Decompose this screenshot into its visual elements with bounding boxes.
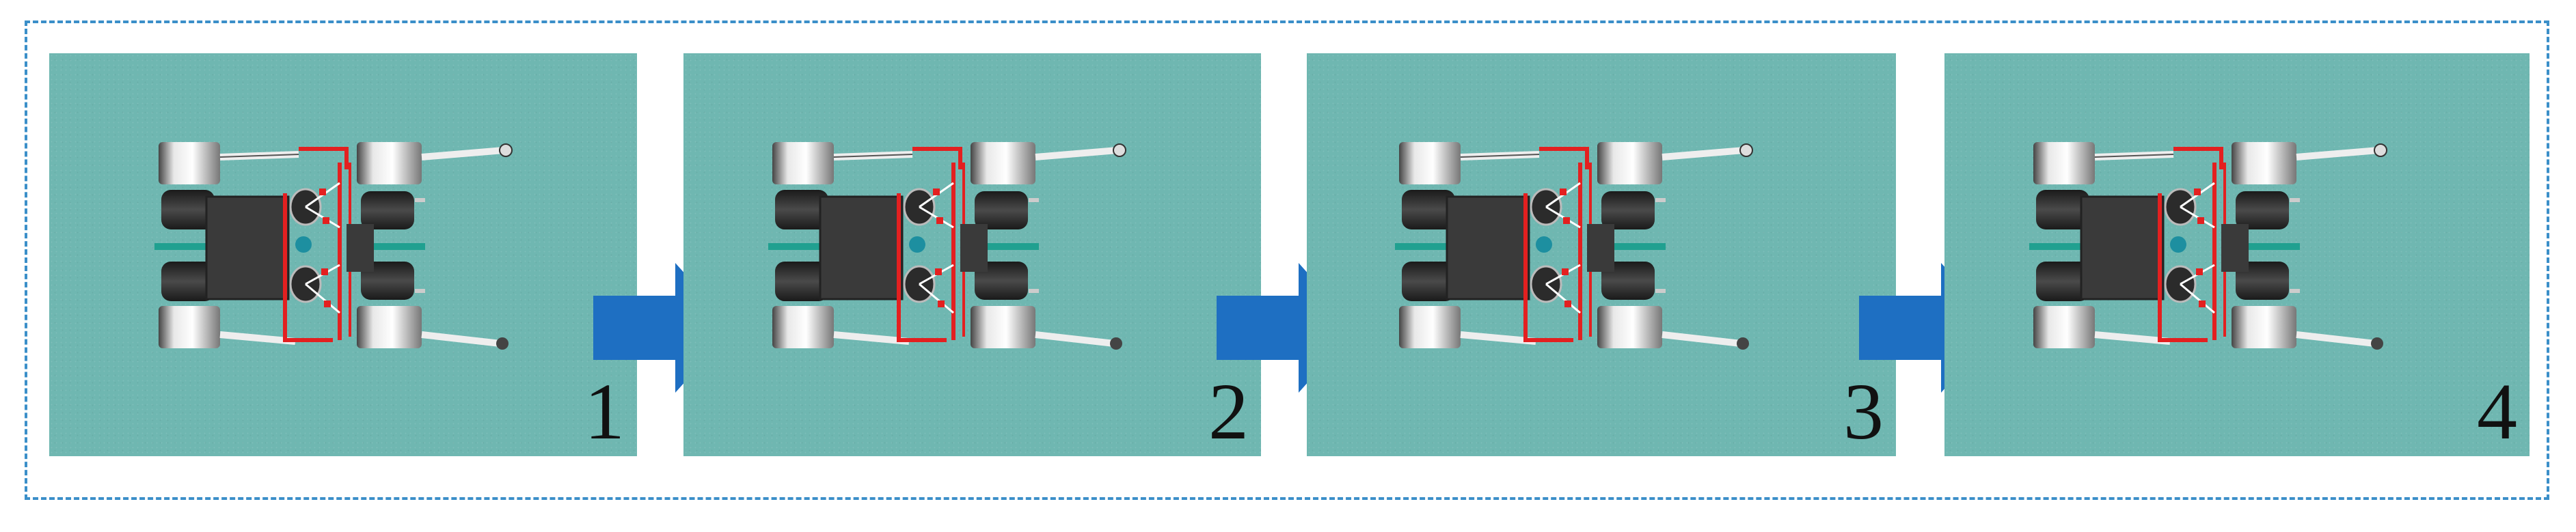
robot-topview-icon xyxy=(683,53,1261,456)
step-number: 3 xyxy=(1843,367,1884,456)
step-number: 1 xyxy=(584,367,625,456)
step-panel-1: 1 xyxy=(49,53,637,456)
step-number: 2 xyxy=(1208,367,1249,456)
robot-topview-icon xyxy=(1944,53,2530,456)
step-panel-4: 4 xyxy=(1944,53,2530,456)
step-panel-2: 2 xyxy=(683,53,1261,456)
figure-frame xyxy=(25,20,2549,500)
step-number: 4 xyxy=(2477,367,2517,456)
robot-topview-icon xyxy=(1307,53,1896,456)
robot-topview-icon xyxy=(49,53,637,456)
step-panel-3: 3 xyxy=(1307,53,1896,456)
